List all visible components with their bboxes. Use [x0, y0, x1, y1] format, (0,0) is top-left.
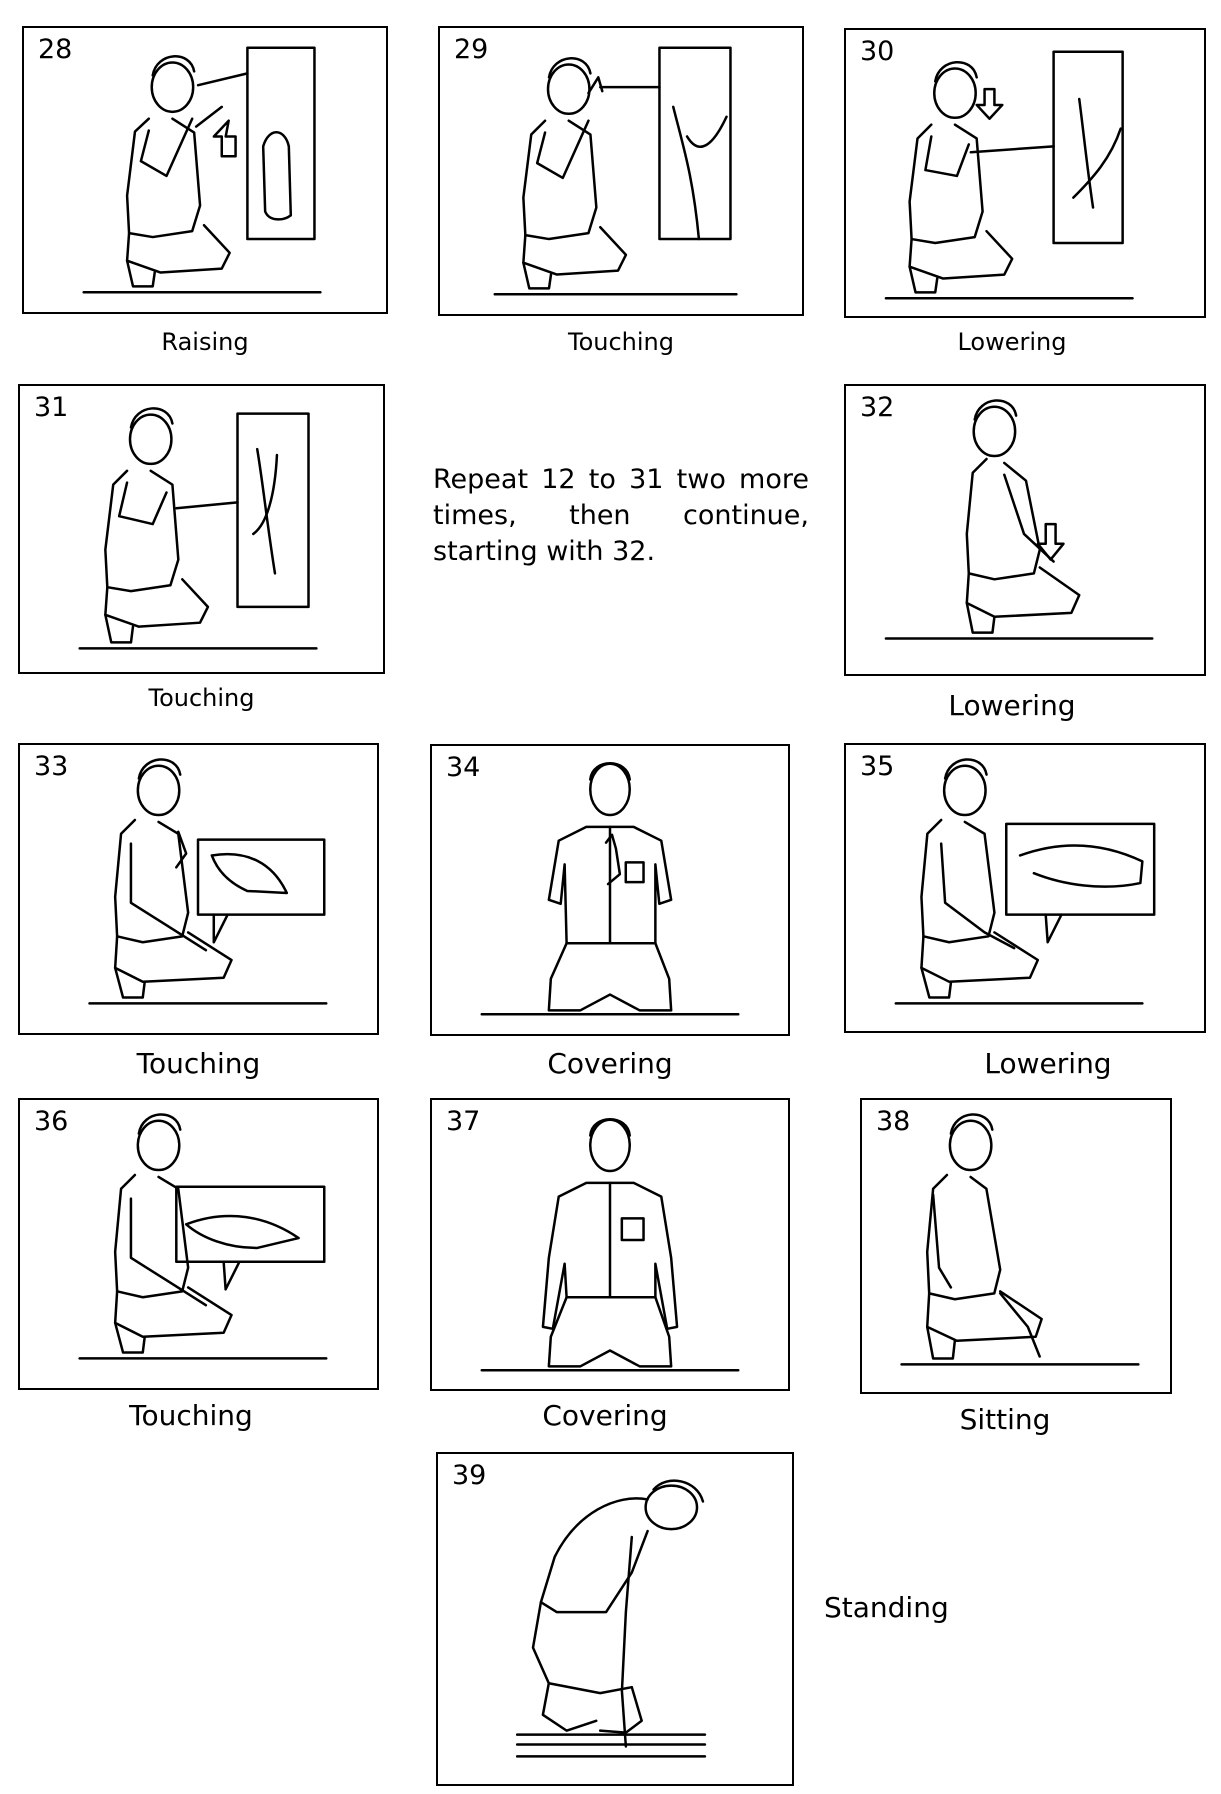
step-number: 38: [876, 1108, 910, 1135]
step-panel-30: 30: [844, 28, 1206, 318]
step-caption: Touching: [18, 1402, 364, 1430]
step-number: 33: [34, 753, 68, 780]
step-panel-33: 33: [18, 743, 379, 1035]
step-caption: Standing: [824, 1594, 949, 1622]
kneeling-figure-illustration: [20, 1100, 377, 1388]
kneeling-figure-illustration: [846, 30, 1204, 316]
step-caption: Sitting: [860, 1406, 1150, 1434]
step-caption: Lowering: [844, 330, 1180, 354]
step-panel-34: 34: [430, 744, 790, 1036]
repeat-instruction-text: Repeat 12 to 31 two more times, then con…: [433, 462, 809, 570]
step-panel-32: 32: [844, 384, 1206, 676]
crouching-figure-illustration: [438, 1454, 792, 1784]
step-caption: Raising: [22, 330, 388, 354]
step-panel-36: 36: [18, 1098, 379, 1390]
kneeling-figure-illustration: [846, 386, 1204, 674]
step-panel-39: 39: [436, 1452, 794, 1786]
step-number: 36: [34, 1108, 68, 1135]
step-caption: Lowering: [880, 1050, 1216, 1078]
step-panel-29: 29: [438, 26, 804, 316]
step-caption: Lowering: [844, 692, 1180, 720]
step-number: 30: [860, 38, 894, 65]
kneeling-front-figure-illustration: [432, 746, 788, 1034]
step-number: 31: [34, 394, 68, 421]
step-panel-31: 31: [18, 384, 385, 674]
kneeling-front-figure-illustration: [432, 1100, 788, 1389]
step-panel-28: 28: [22, 26, 388, 314]
step-panel-37: 37: [430, 1098, 790, 1391]
step-panel-38: 38: [860, 1098, 1172, 1394]
kneeling-figure-illustration: [20, 386, 383, 672]
step-caption: Covering: [430, 1050, 790, 1078]
kneeling-figure-illustration: [24, 28, 386, 312]
step-number: 32: [860, 394, 894, 421]
step-number: 39: [452, 1462, 486, 1489]
step-panel-35: 35: [844, 743, 1206, 1033]
step-caption: Touching: [18, 686, 385, 710]
step-caption: Touching: [18, 1050, 379, 1078]
step-number: 37: [446, 1108, 480, 1135]
kneeling-figure-illustration: [846, 745, 1204, 1031]
kneeling-figure-illustration: [440, 28, 802, 314]
step-caption: Touching: [438, 330, 804, 354]
step-number: 29: [454, 36, 488, 63]
kneeling-figure-illustration: [862, 1100, 1170, 1392]
step-number: 28: [38, 36, 72, 63]
step-caption: Covering: [430, 1402, 780, 1430]
kneeling-figure-illustration: [20, 745, 377, 1033]
step-number: 35: [860, 753, 894, 780]
step-number: 34: [446, 754, 480, 781]
